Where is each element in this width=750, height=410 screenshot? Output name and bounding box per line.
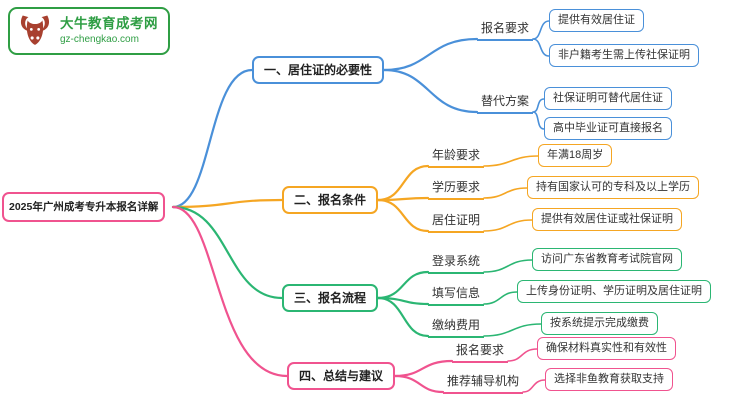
leaf-node: 高中毕业证可直接报名 [544, 117, 672, 140]
sub-node: 居住证明 [428, 211, 485, 233]
site-name: 大牛教育成考网 [60, 16, 158, 32]
site-url: gz-chengkao.com [60, 34, 139, 45]
leaf-node: 确保材料真实性和有效性 [537, 337, 676, 360]
bull-icon [20, 15, 50, 45]
leaf-node: 访问广东省教育考试院官网 [532, 248, 682, 271]
mindmap-root-node: 2025年广州成考专升本报名详解 [2, 192, 166, 222]
sub-node: 推荐辅导机构 [443, 372, 524, 394]
sub-node: 年龄要求 [428, 146, 485, 168]
sub-node: 报名要求 [452, 341, 509, 363]
branch-node-requirements: 二、报名条件 [282, 186, 379, 214]
leaf-node: 持有国家认可的专科及以上学历 [527, 176, 699, 199]
leaf-node: 提供有效居住证 [549, 9, 644, 32]
leaf-node: 年满18周岁 [538, 144, 613, 167]
sub-node: 登录系统 [428, 252, 485, 274]
sub-node: 缴纳费用 [428, 316, 485, 338]
logo-text-block: 大牛教育成考网 gz-chengkao.com [60, 16, 158, 45]
leaf-node: 社保证明可替代居住证 [544, 87, 672, 110]
sub-node: 报名要求 [477, 19, 534, 41]
leaf-node: 上传身份证明、学历证明及居住证明 [517, 280, 711, 303]
leaf-node: 选择非鱼教育获取支持 [545, 368, 673, 391]
branch-node-residence-permit: 一、居住证的必要性 [252, 56, 385, 84]
sub-node: 替代方案 [477, 92, 534, 114]
branch-node-summary: 四、总结与建议 [287, 362, 396, 390]
branch-node-process: 三、报名流程 [282, 284, 379, 312]
leaf-node: 非户籍考生需上传社保证明 [549, 44, 699, 67]
sub-node: 学历要求 [428, 178, 485, 200]
sub-node: 填写信息 [428, 284, 485, 306]
site-logo: 大牛教育成考网 gz-chengkao.com [8, 7, 170, 55]
leaf-node: 按系统提示完成缴费 [541, 312, 658, 335]
leaf-node: 提供有效居住证或社保证明 [532, 208, 682, 231]
